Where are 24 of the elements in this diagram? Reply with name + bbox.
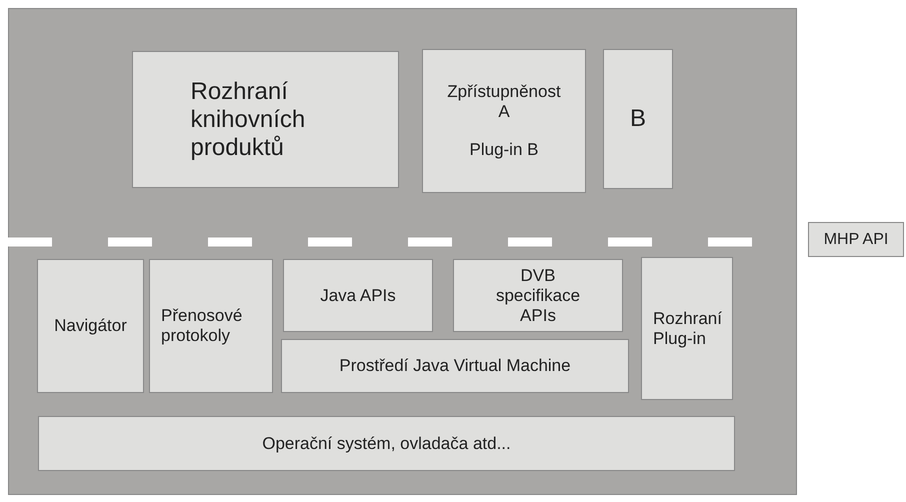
layer-label: Navigátor <box>54 316 127 336</box>
layer-label: Rozhraní knihovních produktů <box>190 78 306 162</box>
layer-box <box>453 259 623 332</box>
layer-label: Zpřístupněnost A <box>446 82 562 122</box>
layer-label: DVB specifikace APIs <box>494 266 582 326</box>
layer-label: B <box>630 105 646 133</box>
layer-label: MHP API <box>824 230 888 248</box>
layer-box <box>641 257 733 400</box>
layer-box <box>149 259 273 393</box>
layer-box <box>281 339 629 393</box>
layer-label: Prostředí Java Virtual Machine <box>339 356 571 376</box>
layer-box <box>283 259 433 332</box>
layer-label: Rozhraní Plug-in <box>653 308 721 348</box>
layer-box <box>422 49 586 193</box>
layer-label: Plug-in B <box>470 140 538 160</box>
layer-label: Přenosové protokoly <box>161 306 244 346</box>
layer-box <box>132 51 399 188</box>
layer-box <box>37 259 144 393</box>
layer-box <box>603 49 673 189</box>
layer-label: Operační systém, ovladača atd... <box>262 434 511 454</box>
layer-label: Java APIs <box>320 286 396 306</box>
layer-box <box>38 416 735 471</box>
panel-background <box>8 8 797 495</box>
layer-box <box>808 222 904 257</box>
